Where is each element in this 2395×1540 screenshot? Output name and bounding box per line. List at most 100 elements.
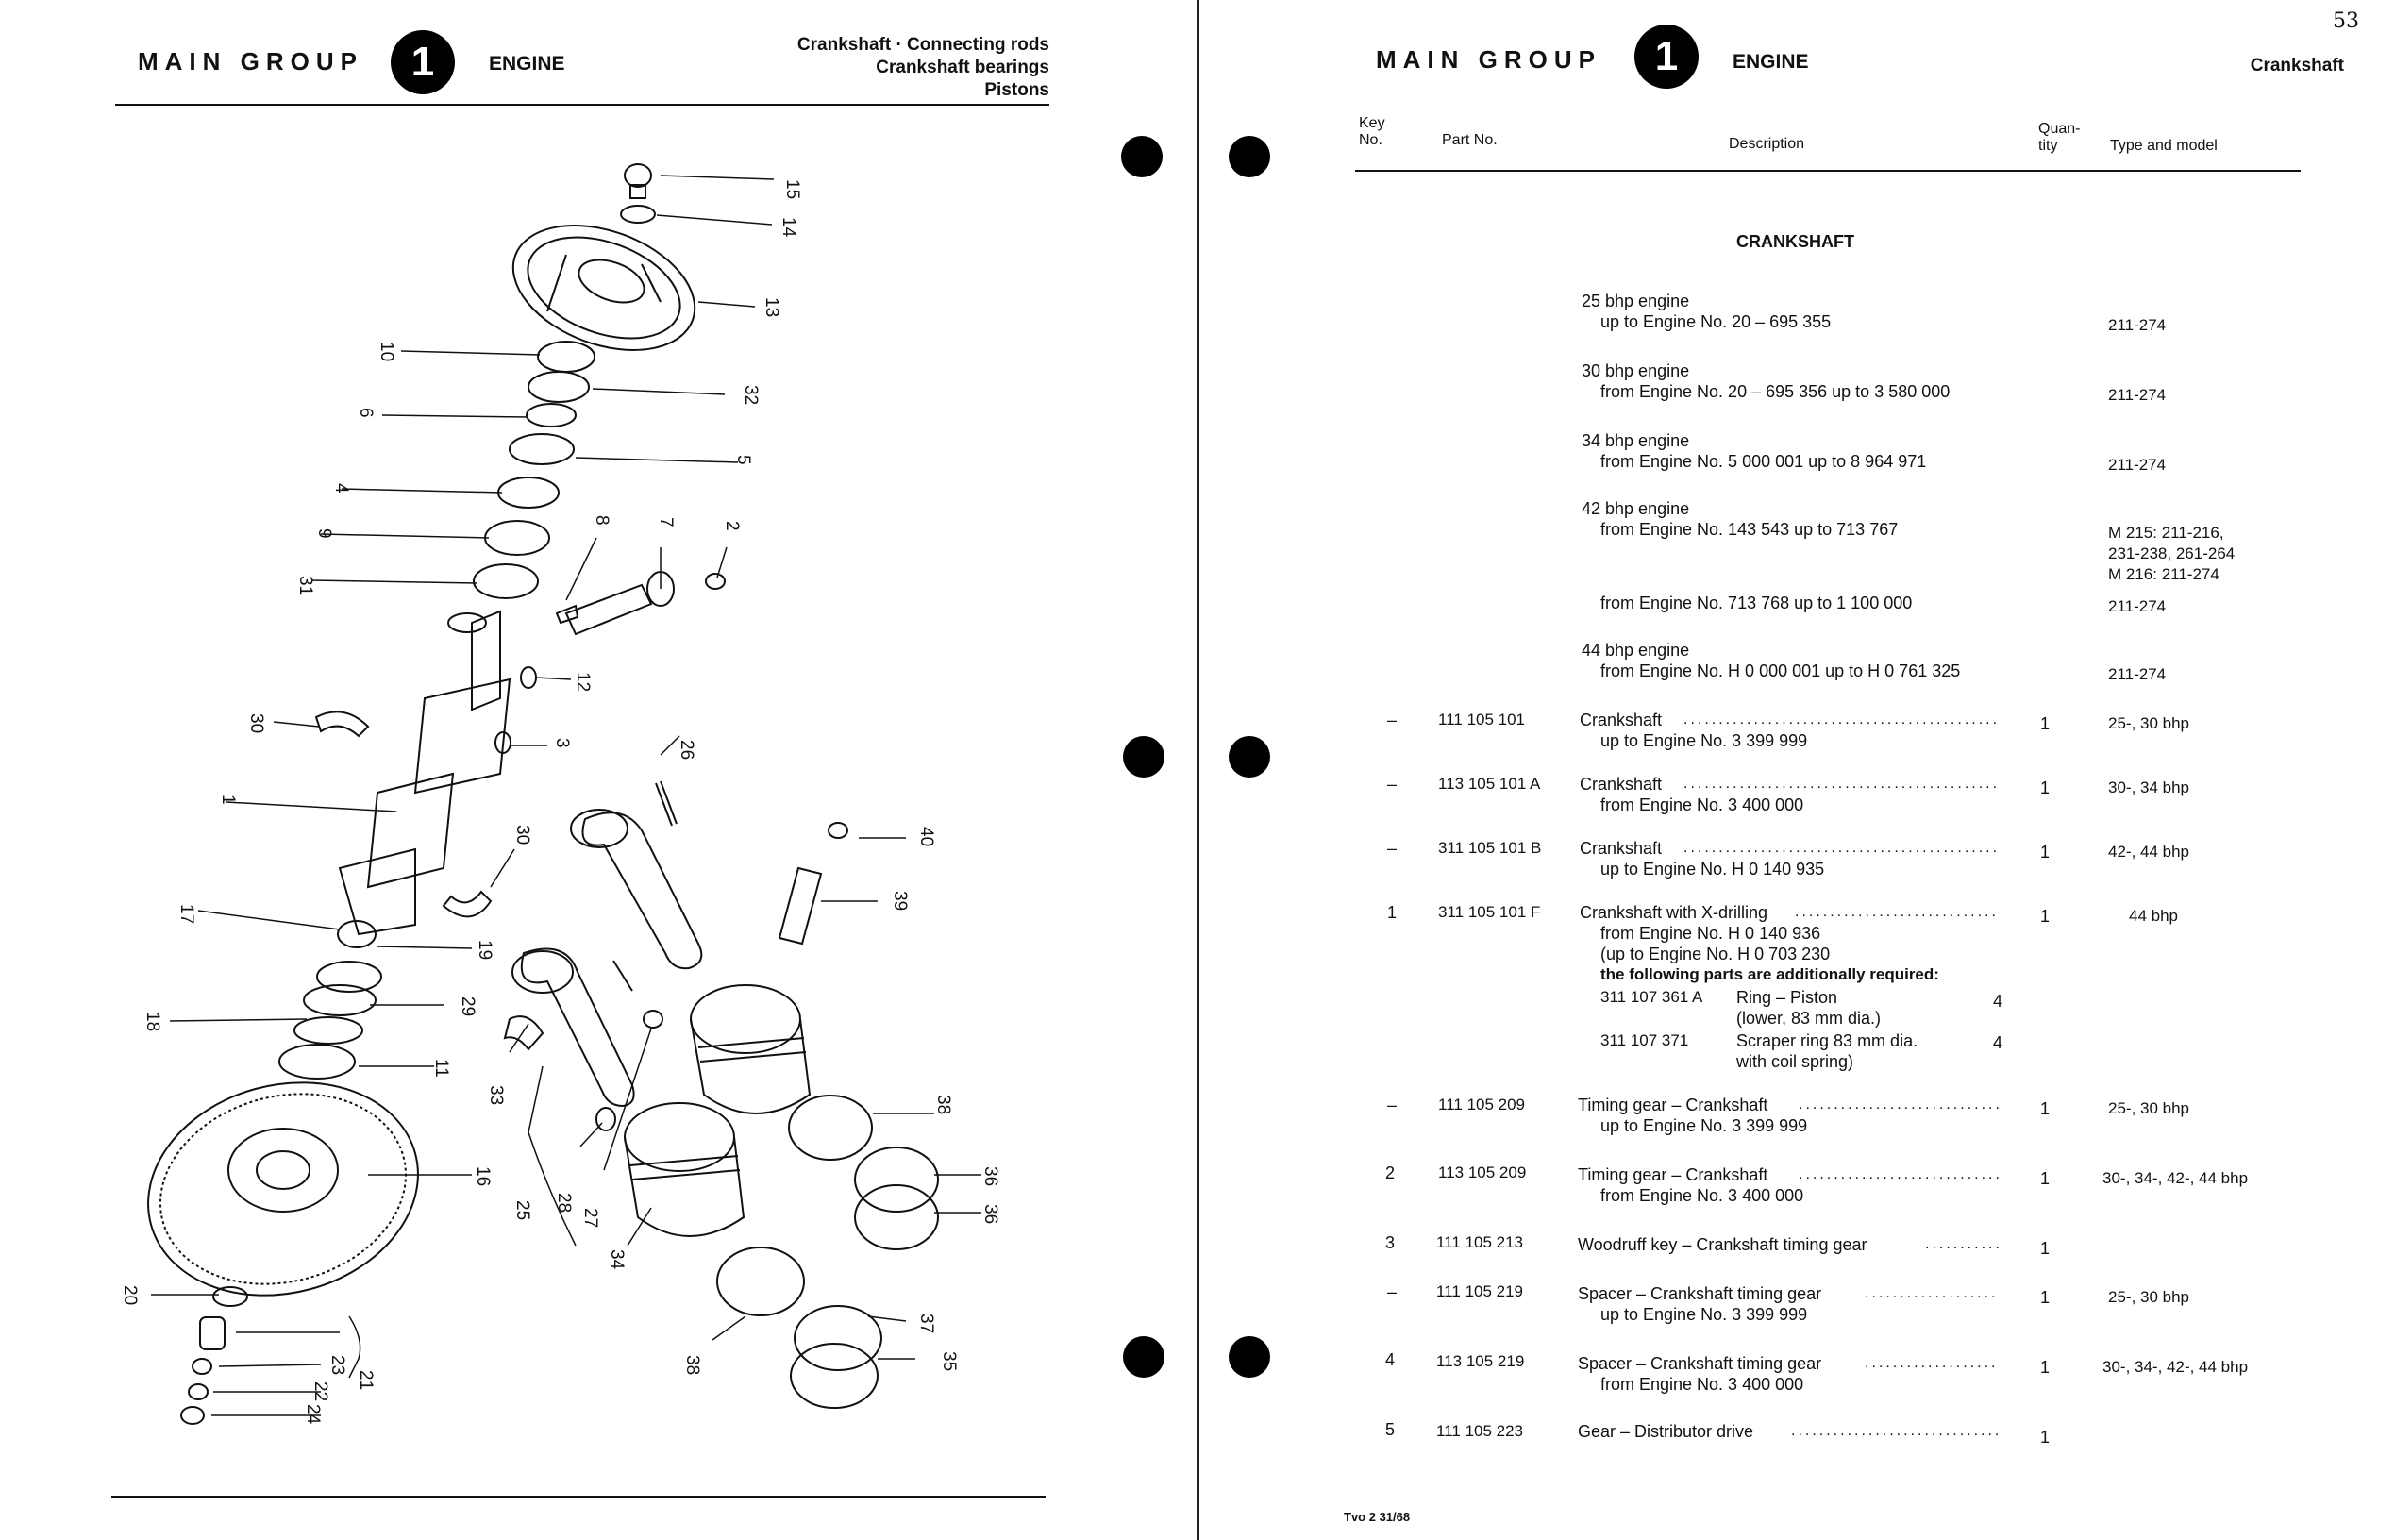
piston-ring bbox=[854, 1184, 939, 1250]
callout-number: 2 bbox=[722, 521, 742, 531]
callout-number: 27 bbox=[580, 1208, 600, 1228]
additional-description: with coil spring) bbox=[1736, 1052, 1854, 1071]
callout-number: 28 bbox=[554, 1193, 574, 1213]
part-no: 111 105 223 bbox=[1436, 1422, 1524, 1440]
ring-part bbox=[473, 563, 539, 599]
callout-number: 39 bbox=[890, 891, 910, 911]
key-no: 4 bbox=[1385, 1350, 1396, 1369]
quantity: 1 bbox=[2040, 1169, 2051, 1188]
exploded-view-diagram: 15 14 13 10 32 6 5 4 8 7 9 2 31 12 30 3 … bbox=[120, 163, 1000, 1425]
additional-part-no: 311 107 371 bbox=[1600, 1031, 1689, 1049]
part-no: 113 105 101 A bbox=[1438, 775, 1541, 793]
callout-number: 16 bbox=[473, 1166, 493, 1186]
seal-part bbox=[278, 1044, 356, 1080]
leader-dots: .................................. bbox=[1791, 1423, 1999, 1439]
quantity: 1 bbox=[2040, 1358, 2051, 1377]
drive-gear-part bbox=[564, 583, 653, 636]
quantity: 1 bbox=[2040, 1099, 2051, 1118]
header-rule bbox=[1355, 170, 2301, 172]
col-key-line: Key bbox=[1359, 115, 1385, 131]
description-sub: up to Engine No. 3 399 999 bbox=[1600, 1305, 1808, 1324]
punch-hole bbox=[1229, 136, 1270, 177]
additional-description: (lower, 83 mm dia.) bbox=[1736, 1009, 1882, 1028]
engine-label: 44 bhp engine bbox=[1582, 641, 1690, 660]
description: Gear – Distributor drive bbox=[1578, 1422, 1754, 1441]
description: Crankshaft bbox=[1580, 839, 1663, 858]
callout-number: 36 bbox=[980, 1204, 1000, 1224]
key-no: 5 bbox=[1385, 1420, 1396, 1439]
page-number: 53 bbox=[2333, 9, 2359, 33]
type-model: 25-, 30 bhp bbox=[2108, 714, 2190, 732]
callout-number: 9 bbox=[314, 528, 334, 539]
description-sub: the following parts are additionally req… bbox=[1600, 965, 1939, 983]
callout-number: 40 bbox=[916, 827, 936, 846]
callout-number: 31 bbox=[295, 576, 315, 595]
col-key-no: Key No. bbox=[1359, 115, 1385, 149]
callout-number: 1 bbox=[218, 795, 238, 805]
type-model: 42-, 44 bhp bbox=[2108, 843, 2190, 861]
callout-number: 10 bbox=[377, 342, 396, 361]
flywheel-part bbox=[147, 1081, 419, 1297]
callout-number: 20 bbox=[120, 1285, 140, 1305]
description: Woodruff key – Crankshaft timing gear bbox=[1578, 1235, 1867, 1254]
connecting-rod-part bbox=[581, 812, 703, 970]
engine-range: up to Engine No. 20 – 695 355 bbox=[1600, 312, 1832, 331]
seal-part bbox=[303, 984, 377, 1016]
callout-number: 6 bbox=[356, 408, 376, 418]
quantity: 1 bbox=[2040, 1288, 2051, 1307]
callout-number: 21 bbox=[356, 1370, 376, 1390]
pulley-part bbox=[511, 225, 696, 351]
callout-number: 3 bbox=[552, 738, 572, 748]
callout-number: 4 bbox=[331, 483, 351, 494]
page-title: Crankshaft bbox=[2250, 56, 2344, 75]
ring-part bbox=[528, 371, 590, 403]
description-sub: from Engine No. 3 400 000 bbox=[1600, 795, 1804, 814]
piston-ring bbox=[788, 1095, 873, 1161]
gear-part bbox=[484, 520, 550, 556]
engine-label: 34 bhp engine bbox=[1582, 431, 1690, 450]
callout-number: 29 bbox=[458, 996, 477, 1016]
piston-ring bbox=[790, 1343, 879, 1409]
leader-dots: ........................................… bbox=[1683, 840, 1999, 856]
engine-label: 30 bhp engine bbox=[1582, 361, 1690, 380]
callout-number: 34 bbox=[607, 1249, 627, 1270]
col-part-no: Part No. bbox=[1442, 132, 1498, 148]
leader-dots: ............ bbox=[1925, 1236, 1999, 1252]
piston-ring bbox=[854, 1147, 939, 1213]
part-no: 111 105 213 bbox=[1436, 1233, 1524, 1251]
engine-label: 25 bhp engine bbox=[1582, 292, 1690, 310]
part-no: 311 105 101 F bbox=[1438, 903, 1541, 921]
bolt-part bbox=[624, 163, 652, 188]
description: Crankshaft bbox=[1580, 711, 1663, 729]
page-divider bbox=[1197, 0, 1199, 1540]
engine-range: from Engine No. 20 – 695 356 up to 3 580… bbox=[1600, 382, 1951, 401]
group-name: ENGINE bbox=[1733, 51, 1809, 73]
callout-number: 32 bbox=[741, 385, 761, 405]
type-model: 211-274 bbox=[2108, 316, 2167, 334]
part-no: 311 105 101 B bbox=[1438, 839, 1542, 857]
callout-number: 38 bbox=[933, 1095, 953, 1114]
description: Spacer – Crankshaft timing gear bbox=[1578, 1354, 1822, 1373]
punch-hole bbox=[1121, 136, 1163, 177]
key-no: – bbox=[1387, 1282, 1398, 1301]
callout-number: 14 bbox=[779, 217, 798, 238]
title-line: Pistons bbox=[984, 80, 1049, 100]
callout-number: 22 bbox=[310, 1381, 330, 1401]
type-model: 211-274 bbox=[2108, 456, 2167, 474]
piston-ring bbox=[794, 1305, 882, 1371]
quantity: 1 bbox=[2040, 1239, 2051, 1258]
description-sub: from Engine No. 3 400 000 bbox=[1600, 1186, 1804, 1205]
key-no: 2 bbox=[1385, 1163, 1396, 1182]
description: Spacer – Crankshaft timing gear bbox=[1578, 1284, 1822, 1303]
key-no: – bbox=[1387, 711, 1398, 729]
part-no: 111 105 219 bbox=[1436, 1282, 1524, 1300]
key-no: 1 bbox=[1387, 903, 1398, 922]
header-rule bbox=[115, 104, 1049, 106]
key-no: – bbox=[1387, 839, 1398, 858]
piston-part bbox=[690, 984, 812, 1114]
quantity: 1 bbox=[2040, 778, 2051, 797]
callout-number: 5 bbox=[733, 455, 753, 465]
leader-dots: .................................. bbox=[1799, 1096, 1999, 1113]
type-model: 44 bhp bbox=[2129, 907, 2178, 925]
footer-code: Tvo 2 31/68 bbox=[1344, 1510, 1411, 1524]
